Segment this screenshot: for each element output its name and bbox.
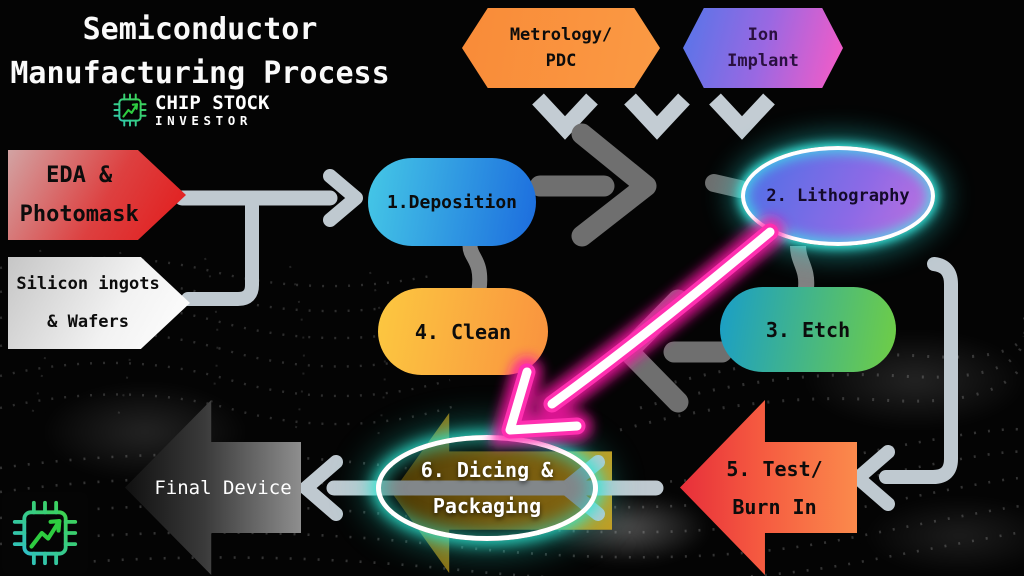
chip-stock-investor-logo	[2, 492, 88, 574]
ion-implant-label-line-1: Ion	[747, 25, 779, 45]
page-title: Semiconductor Manufacturing Process	[0, 8, 400, 96]
dicing-label-line-1: 6. Dicing &	[420, 458, 554, 482]
chip-logo-icon-large	[12, 500, 78, 566]
clean-label: 4. Clean	[414, 319, 512, 344]
eda-label-line-1: EDA &	[46, 163, 113, 188]
etch-label: 3. Etch	[765, 317, 851, 342]
test-label-line-1: 5. Test/	[726, 456, 823, 481]
eda-label-line-2: Photomask	[19, 202, 139, 227]
dicing-label-line-2: Packaging	[432, 494, 542, 518]
node-deposition: 1.Deposition	[368, 158, 536, 246]
brand-text: CHIP STOCK INVESTOR	[155, 93, 269, 128]
node-metrology-pdc: Metrology/ PDC	[462, 8, 660, 88]
silicon-label-line-1: Silicon ingots	[16, 274, 160, 294]
lithography-label: 2. Lithography	[766, 186, 910, 206]
title-line-1: Semiconductor	[82, 12, 318, 47]
deposition-label: 1.Deposition	[386, 191, 518, 213]
title-line-2: Manufacturing Process	[10, 56, 390, 91]
node-etch: 3. Etch	[720, 287, 896, 372]
silicon-label-line-2: & Wafers	[47, 312, 130, 332]
test-label-line-2: Burn In	[732, 494, 817, 519]
node-ion-implant: Ion Implant	[683, 8, 843, 88]
chip-logo-icon	[113, 93, 147, 127]
brand-subtitle: INVESTOR	[155, 112, 253, 128]
metrology-label-line-2: PDC	[545, 51, 577, 71]
ion-implant-label-line-2: Implant	[727, 51, 799, 71]
node-dicing-packaging: 6. Dicing & Packaging	[376, 435, 598, 541]
metrology-label-line-1: Metrology/	[509, 25, 613, 45]
final-device-label: Final Device	[154, 476, 292, 499]
brand-name: CHIP STOCK	[155, 91, 270, 114]
brand-logo: CHIP STOCK INVESTOR	[112, 92, 269, 128]
